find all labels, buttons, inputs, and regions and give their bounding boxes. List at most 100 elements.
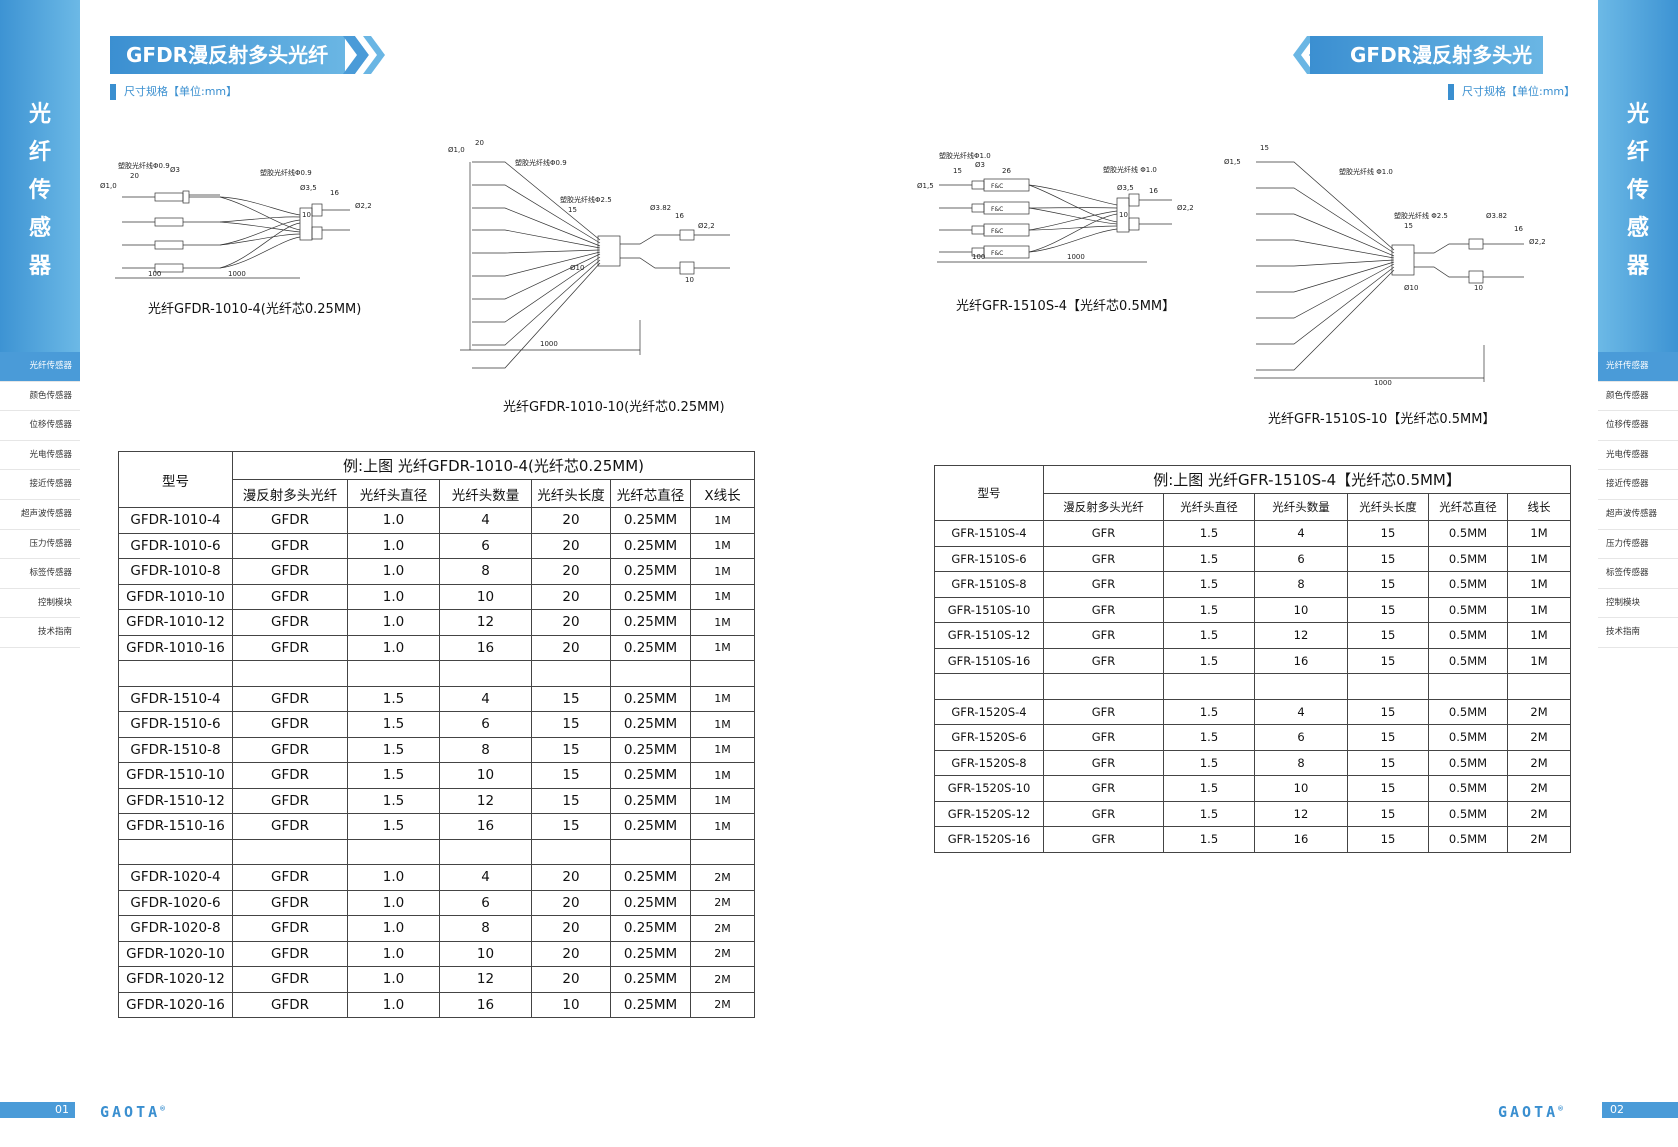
table-cell: 0.25MM <box>610 915 691 942</box>
side-title-char: 感 <box>1626 216 1649 241</box>
table-cell: GFDR <box>232 762 348 789</box>
left-subheading: 尺寸规格【单位:mm】 <box>110 84 237 100</box>
table-cell: 15 <box>1347 571 1429 598</box>
table-cell: GFDR <box>232 966 348 993</box>
table-spacer-row <box>118 660 755 687</box>
right-diagram-1510s-10: Ø1,5 15 塑胶光纤线 Φ1.0 塑胶光纤线 Φ2.5 15 Ø3.82 1… <box>1224 144 1546 387</box>
table-cell: 20 <box>531 889 611 916</box>
table-cell: 16 <box>439 813 532 840</box>
table-header: 光纤头长度 <box>1347 493 1429 521</box>
table-cell: 4 <box>439 507 532 534</box>
table-cell: GFDR-1510-10 <box>118 762 233 789</box>
tag-label: F&C <box>991 228 1003 235</box>
table-header: 光纤头数量 <box>439 479 532 508</box>
dim-label: 26 <box>1002 167 1011 175</box>
table-cell: 15 <box>1347 724 1429 751</box>
right-spec-table: 型号 例:上图 光纤GFR-1510S-4【光纤芯0.5MM】 漫反射多头光纤 … <box>934 465 1572 853</box>
table-cell: 0.25MM <box>610 685 691 712</box>
dim-label: 塑胶光纤线 Φ1.0 <box>1339 167 1393 176</box>
chevron-arrows-icon <box>343 36 385 74</box>
side-menu-item-control[interactable]: 控制模块 <box>1598 589 1678 619</box>
table-cell: 12 <box>439 966 532 993</box>
side-menu-item-control[interactable]: 控制模块 <box>0 589 80 619</box>
tag-label: F&C <box>991 250 1003 257</box>
table-cell: GFDR <box>232 634 348 661</box>
table-cell: GFDR-1510-16 <box>118 813 233 840</box>
right-page-banner: GFDR漫反射多头光纤 <box>1310 36 1543 105</box>
side-menu-item-photoelectric[interactable]: 光电传感器 <box>1598 441 1678 471</box>
side-menu-item-guide[interactable]: 技术指南 <box>1598 618 1678 648</box>
side-menu-item-guide[interactable]: 技术指南 <box>0 618 80 648</box>
table-cell: 1.0 <box>347 966 440 993</box>
table-cell <box>232 838 348 865</box>
table-cell: 1M <box>690 685 755 712</box>
side-menu-item-color[interactable]: 颜色传感器 <box>1598 382 1678 412</box>
table-cell: GFR-1520S-10 <box>934 775 1044 802</box>
table-cell: 0.5MM <box>1428 826 1508 853</box>
table-cell: 2M <box>1506 775 1572 802</box>
table-cell: GFR <box>1043 596 1164 623</box>
table-cell: 0.25MM <box>610 762 691 789</box>
table-cell: GFR <box>1043 622 1164 649</box>
table-cell: 1.5 <box>1163 698 1255 725</box>
dim-label: 1000 <box>1374 379 1392 387</box>
table-cell: 1M <box>1506 596 1572 623</box>
table-cell: 15 <box>1347 545 1429 572</box>
table-cell: 1.0 <box>347 915 440 942</box>
side-menu-item-color[interactable]: 颜色传感器 <box>0 382 80 412</box>
table-cell: 4 <box>1254 698 1348 725</box>
dim-label: Ø1,0 <box>448 146 465 154</box>
dim-label: Ø3 <box>975 161 985 169</box>
table-cell: 0.25MM <box>610 813 691 840</box>
table-cell: 2M <box>690 864 755 891</box>
tag-label: F&C <box>991 206 1003 213</box>
table-header: X线长 <box>690 479 755 508</box>
dim-label: Ø10 <box>570 264 584 272</box>
table-cell: 15 <box>1347 800 1429 827</box>
dim-label: Ø3,5 <box>1117 184 1134 192</box>
table-cell: GFDR-1010-4 <box>118 507 233 534</box>
side-menu-item-pressure[interactable]: 压力传感器 <box>1598 530 1678 560</box>
table-cell <box>232 660 348 687</box>
table-cell: 20 <box>531 558 611 585</box>
table-cell: GFR-1510S-4 <box>934 520 1044 547</box>
table-cell: 1M <box>690 507 755 534</box>
side-menu-item-pressure[interactable]: 压力传感器 <box>0 530 80 560</box>
side-menu-item-photoelectric[interactable]: 光电传感器 <box>0 441 80 471</box>
table-cell: GFR <box>1043 571 1164 598</box>
side-menu-item-fiber[interactable]: 光纤传感器 <box>1598 352 1678 382</box>
dim-label: Ø3 <box>170 166 180 174</box>
table-cell: 1.5 <box>1163 775 1255 802</box>
table-header: 光纤芯直径 <box>610 479 691 508</box>
side-menu-item-proximity[interactable]: 接近传感器 <box>0 470 80 500</box>
side-menu-item-ultrasonic[interactable]: 超声波传感器 <box>0 500 80 530</box>
side-menu-item-label[interactable]: 标签传感器 <box>1598 559 1678 589</box>
side-menu-item-ultrasonic[interactable]: 超声波传感器 <box>1598 500 1678 530</box>
table-cell: 0.5MM <box>1428 571 1508 598</box>
side-menu-item-proximity[interactable]: 接近传感器 <box>1598 470 1678 500</box>
table-cell: 1.5 <box>347 813 440 840</box>
table-cell: 12 <box>439 787 532 814</box>
table-cell: 0.5MM <box>1428 545 1508 572</box>
table-spacer-row <box>934 673 1572 700</box>
side-title-char: 器 <box>1626 254 1649 279</box>
table-cell: 0.25MM <box>610 634 691 661</box>
table-cell: GFDR-1020-6 <box>118 889 233 916</box>
table-cell: 15 <box>531 736 611 763</box>
dim-label: 10 <box>685 276 694 284</box>
table-cell: GFR <box>1043 775 1164 802</box>
logo-text: GAOTA <box>1498 1103 1559 1121</box>
table-cell: 0.25MM <box>610 940 691 967</box>
table-cell: 0.25MM <box>610 532 691 559</box>
side-menu-item-displacement[interactable]: 位移传感器 <box>0 411 80 441</box>
table-cell: 1M <box>690 583 755 610</box>
side-menu-item-fiber[interactable]: 光纤传感器 <box>0 352 80 382</box>
side-menu-item-displacement[interactable]: 位移传感器 <box>1598 411 1678 441</box>
side-menu-item-label[interactable]: 标签传感器 <box>0 559 80 589</box>
